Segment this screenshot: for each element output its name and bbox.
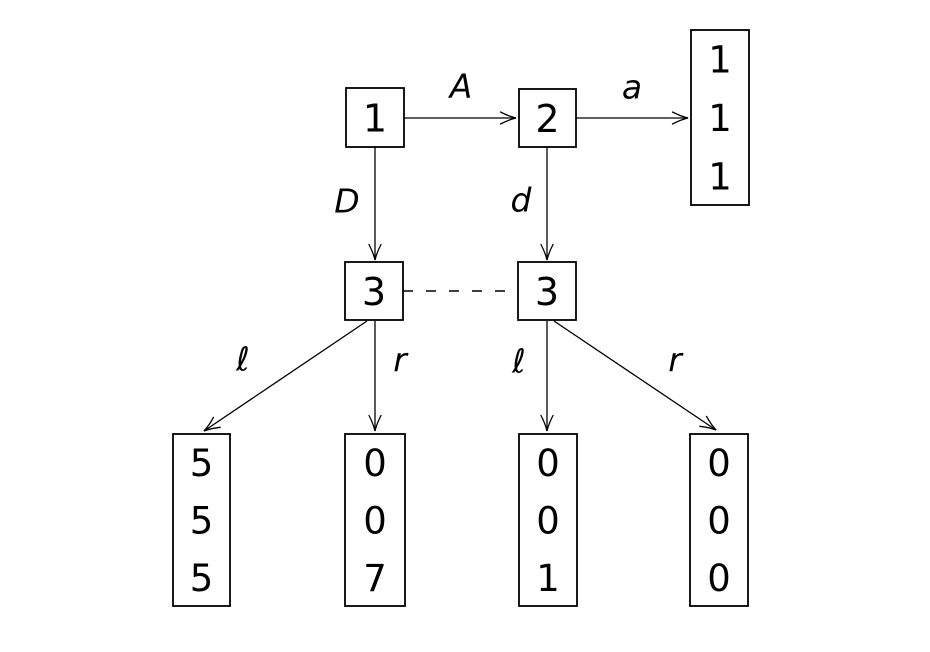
edge-r-left-label: r (393, 341, 409, 380)
leaf-007-cell-2: 7 (363, 557, 387, 600)
leaf-111-cell-2: 1 (708, 155, 732, 198)
leaf-111: 1 1 1 (690, 29, 750, 206)
leaf-001-cell-2: 1 (536, 557, 560, 600)
edge-a-label: a (622, 68, 642, 107)
leaf-111-cell-1: 1 (708, 97, 732, 140)
edge-l-left-label: ℓ (235, 340, 250, 379)
leaf-111-cell-0: 1 (708, 39, 732, 82)
leaf-000-box (689, 433, 749, 607)
leaf-000-cell-2: 0 (707, 557, 731, 600)
node-3-right-box (517, 261, 577, 321)
node-3-right-label: 3 (535, 270, 559, 314)
edge-l-left-line (203, 320, 368, 432)
leaf-555-box (172, 433, 231, 607)
leaf-000-cell-1: 0 (707, 500, 731, 543)
leaf-001-box (518, 433, 578, 607)
leaf-001: 0 0 1 (518, 433, 578, 607)
edge-r-right-line (553, 320, 717, 431)
node-2: 2 (518, 88, 577, 148)
leaf-555-cell-1: 5 (190, 500, 214, 543)
leaf-000: 0 0 0 (689, 433, 749, 607)
leaf-555-cell-0: 5 (190, 442, 214, 485)
leaf-007-box (344, 433, 406, 607)
leaf-111-box (690, 29, 750, 206)
leaf-000-cell-0: 0 (707, 442, 731, 485)
node-2-box (518, 88, 577, 148)
node-1-box (345, 87, 405, 148)
node-3-left-box (344, 261, 404, 321)
node-1-label: 1 (363, 97, 387, 141)
edge-r-right-label: r (668, 341, 684, 380)
edge-A-label: A (448, 67, 473, 106)
node-3-left: 3 (344, 261, 404, 321)
node-1: 1 (345, 87, 405, 148)
edge-D-label: D (334, 182, 359, 221)
edge-l-right-label: ℓ (511, 342, 526, 381)
leaf-007-cell-1: 0 (363, 500, 387, 543)
edge-d-label: d (511, 181, 533, 220)
leaf-007-cell-0: 0 (363, 442, 387, 485)
node-2-label: 2 (535, 97, 559, 141)
node-3-left-label: 3 (362, 270, 386, 314)
leaf-555: 5 5 5 (172, 433, 231, 607)
leaf-001-cell-1: 0 (536, 500, 560, 543)
leaf-555-cell-2: 5 (190, 557, 214, 600)
node-3-right: 3 (517, 261, 577, 321)
leaf-007: 0 0 7 (344, 433, 406, 607)
leaf-001-cell-0: 0 (536, 442, 560, 485)
